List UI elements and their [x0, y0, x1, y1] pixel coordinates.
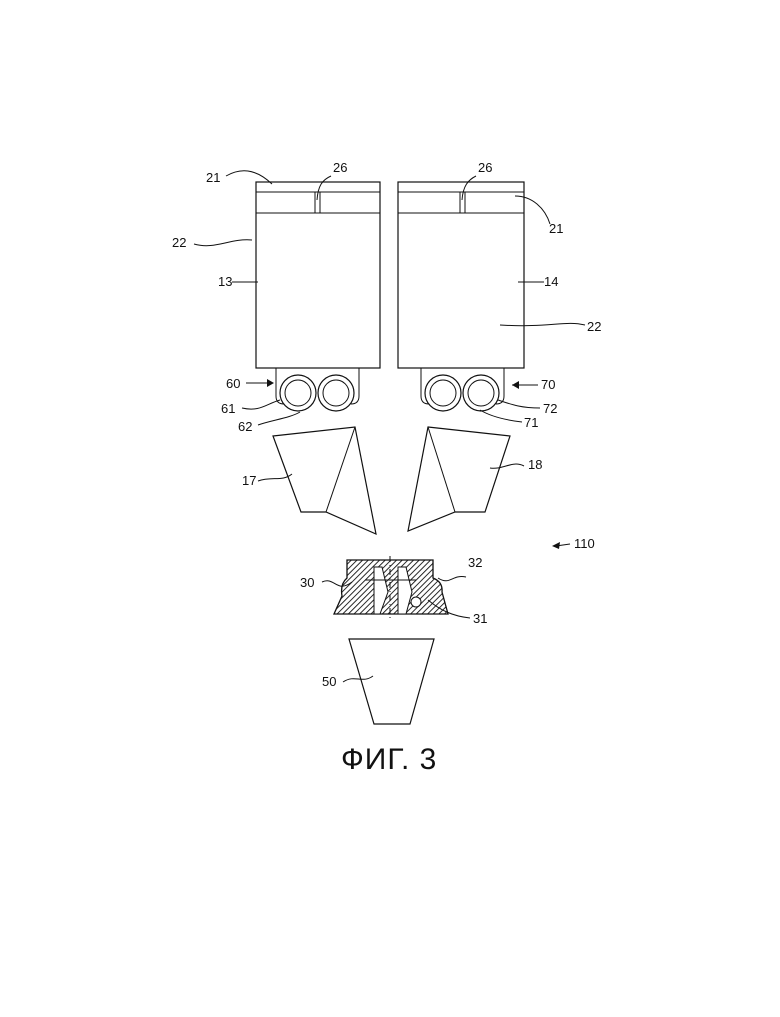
figure-caption: ФИГ. 3	[341, 743, 437, 776]
label-right-slot: 26	[478, 160, 492, 175]
label-mixer-part-a: 31	[473, 611, 487, 626]
label-right-body: 22	[587, 319, 601, 334]
label-left-roller-a: 61	[221, 401, 235, 416]
left-chute	[273, 427, 376, 534]
label-mixer: 30	[300, 575, 314, 590]
label-right-chute: 18	[528, 457, 542, 472]
funnel	[349, 639, 434, 724]
right-container	[398, 182, 524, 368]
label-funnel: 50	[322, 674, 336, 689]
label-assembly: 110	[574, 536, 595, 551]
left-container	[256, 182, 380, 368]
label-left-chute: 17	[242, 473, 256, 488]
right-chute	[408, 427, 510, 531]
label-left-lid: 21	[206, 170, 220, 185]
label-left-slot: 26	[333, 160, 347, 175]
label-right-roller-unit: 70	[541, 377, 555, 392]
label-mixer-part-b: 32	[468, 555, 482, 570]
label-right-roller-a: 72	[543, 401, 557, 416]
label-right-lid: 21	[549, 221, 563, 236]
label-right-roller-b: 71	[524, 415, 538, 430]
label-left-container: 13	[218, 274, 232, 289]
left-roller-unit	[276, 368, 359, 411]
label-right-container: 14	[544, 274, 558, 289]
mixer-outlet	[411, 597, 421, 607]
right-roller-unit	[421, 368, 504, 411]
label-left-roller-b: 62	[238, 419, 252, 434]
label-left-body: 22	[172, 235, 186, 250]
mixer-block	[334, 556, 448, 620]
label-left-roller-unit: 60	[226, 376, 240, 391]
